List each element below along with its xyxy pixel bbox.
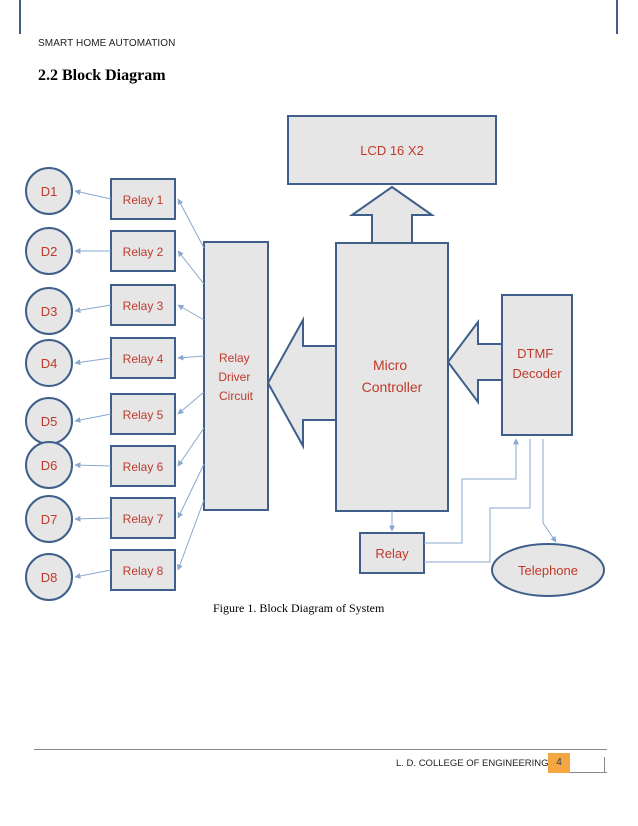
relay-7-block [110,497,176,539]
micro-label-line2: Controller [362,379,423,395]
running-header: SMART HOME AUTOMATION [38,38,176,49]
relay-2-connector [177,250,205,285]
relay-bottom-block [359,532,425,574]
dtmf-label-line2: Decoder [512,366,562,381]
driver-label-line2: Driver [218,370,250,384]
telephone-block [491,543,605,597]
relay-4-block [110,337,176,379]
device-2-label: D2 [41,244,58,259]
lcd-block [287,115,497,185]
top-border [19,0,618,34]
driver-label-line3: Circuit [219,389,254,403]
relay-7-label: Relay 7 [123,512,164,526]
figure-caption: Figure 1. Block Diagram of System [213,601,385,615]
lcd-up-arrow [348,185,436,244]
device-6-connector [74,462,112,469]
device-8-label: D8 [41,570,58,585]
device-3-label: D3 [41,304,58,319]
relay-8-label: Relay 8 [123,564,164,578]
device-4-connector [74,357,112,366]
device-7-label: D7 [41,512,58,527]
driver-label-line1: Relay [219,351,250,365]
svg-text:DTMF Decoder: DTMF Decoder [512,346,562,381]
micro-label-line1: Micro [373,357,407,373]
device-7-connector [74,515,112,522]
micro-controller-block [335,242,449,512]
relay-7-connector [177,463,205,519]
block-diagram: LCD 16 X2 Micro Controller Relay Driver … [25,115,605,601]
relay-3-label: Relay 3 [123,299,164,313]
relay-bottom-label: Relay [375,546,409,561]
footer-tick [604,757,605,772]
relay-5-connector [177,391,205,415]
relay-8-block [110,549,176,591]
relay-driver-block [203,241,269,511]
telephone-label: Telephone [518,563,578,578]
device-6-label: D6 [41,458,58,473]
dtmf-decoder-block [501,294,573,436]
relay-1-block [110,178,176,220]
relay-6-block [110,445,176,487]
device-3-circle [25,287,73,335]
relay-5-label: Relay 5 [123,408,164,422]
device-6-circle [25,441,73,489]
relay-4-label: Relay 4 [123,352,164,366]
device-2-circle [25,227,73,275]
driver-left-arrow [266,316,337,450]
telephone-wiring [424,438,557,563]
device-4-circle [25,339,73,387]
device-1-connector [74,189,112,200]
lcd-label: LCD 16 X2 [360,143,424,158]
relay-2-label: Relay 2 [123,245,164,259]
dtmf-left-arrow [446,319,503,405]
footer-rule [34,749,607,750]
footer-right-line [570,772,607,773]
device-4-label: D4 [41,356,58,371]
relay-1-label: Relay 1 [123,193,164,207]
section-title: 2.2 Block Diagram [38,67,166,84]
relay-6-connector [177,427,205,467]
svg-text:Micro Controller: Micro Controller [362,357,423,395]
svg-text:Relay Driver Circuit: Relay Driver Circuit [218,351,253,403]
device-5-label: D5 [41,414,58,429]
page-number: 4 [548,753,570,773]
relay-4-connector [177,354,205,361]
device-1-label: D1 [41,184,58,199]
dtmf-label-line1: DTMF [517,346,553,361]
device-8-connector [74,569,112,579]
device-1-circle [25,167,73,215]
relay-3-connector [177,304,205,321]
footer-college: L. D. COLLEGE OF ENGINEERING [396,758,549,769]
relay-1-connector [177,198,205,249]
relay-6-label: Relay 6 [123,460,164,474]
relay-8-connector [177,499,205,571]
device-3-connector [74,304,112,314]
device-5-connector [74,413,112,423]
device-7-circle [25,495,73,543]
device-8-circle [25,553,73,601]
